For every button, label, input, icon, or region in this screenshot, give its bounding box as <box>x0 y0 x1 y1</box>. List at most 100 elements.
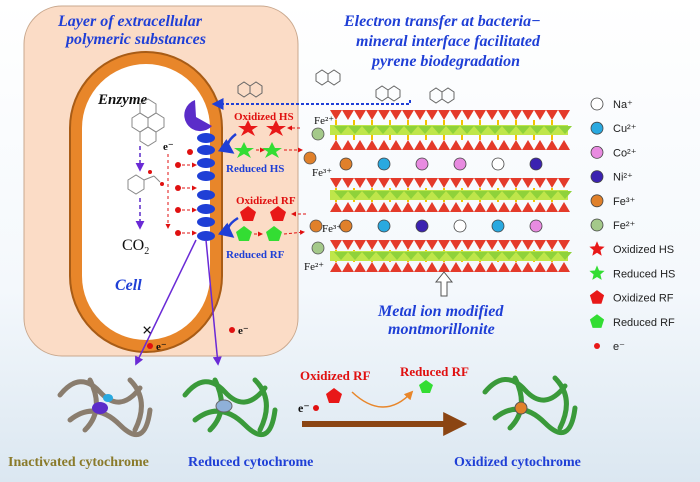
legend-label: Oxidized HS <box>613 244 674 256</box>
reduced-rf-pentagon-2 <box>266 226 282 241</box>
pyrene-to-enzyme-arrow <box>211 98 411 110</box>
legend-label: Fe³⁺ <box>613 196 636 208</box>
oxidized-hs-star-2 <box>266 120 286 136</box>
legend-pentagon-icon <box>589 290 605 304</box>
reduced-hs-label: Reduced HS <box>226 163 284 175</box>
legend-label: Ni²⁺ <box>613 172 633 184</box>
ion-sphere <box>529 219 543 233</box>
ion-sphere <box>339 157 353 171</box>
legend: Na⁺ Cu²⁺ Co²⁺ Ni²⁺ Fe³⁺ Fe²⁺ Oxidized HS Reduce… <box>589 97 675 353</box>
legend-item: Fe³⁺ <box>590 194 636 208</box>
reduced-cytochrome-structure <box>182 377 278 438</box>
reduced-cytochrome-label: Reduced cytochrome <box>188 455 313 470</box>
legend-label: Oxidized RF <box>613 293 674 305</box>
hs-dashed-arrows <box>256 125 303 153</box>
fe2-ion-top <box>311 127 325 141</box>
arrow-to-inactivated <box>135 239 197 366</box>
ion-sphere <box>491 219 505 233</box>
legend-star-icon <box>589 241 605 256</box>
cell-body <box>82 64 210 340</box>
electron-to-membrane-arrows <box>182 162 197 236</box>
legend-circle-icon <box>590 218 604 232</box>
ion-sphere <box>339 219 353 233</box>
clay-layer <box>330 178 572 212</box>
mont-title-line1: Metal ion modified <box>377 303 504 320</box>
fe2-label-top: Fe²⁺ <box>314 115 334 127</box>
inactivated-cytochrome-label: Inactivated cytochrome <box>8 455 149 470</box>
ion-sphere <box>415 157 429 171</box>
oxidized-hs-star-1 <box>238 120 258 136</box>
bottom-electron-label: e⁻ <box>298 401 310 415</box>
rf-cycle-arrow <box>217 216 239 238</box>
legend-item: Co²⁺ <box>590 145 637 159</box>
legend-item: Fe²⁺ <box>590 218 636 232</box>
electron-label-1: e⁻ <box>156 341 167 353</box>
clay-layer <box>330 110 572 150</box>
legend-label: Cu²⁺ <box>613 123 637 135</box>
eps-title-line1: Layer of extracellular <box>57 13 203 30</box>
bottom-reduced-rf-label: Reduced RF <box>400 364 469 379</box>
fe2-ion-bottom <box>311 241 325 255</box>
hs-cycle-arrow <box>217 133 237 154</box>
reduced-hs-star-2 <box>262 142 282 158</box>
bottom-oxidized-rf-label: Oxidized RF <box>300 368 370 383</box>
legend-item: Reduced RF <box>589 314 675 329</box>
montmorillonite-pointer-arrow <box>434 271 454 297</box>
ion-sphere <box>491 157 505 171</box>
legend-circle-icon <box>590 194 604 208</box>
fe3-label-top: Fe³⁺ <box>312 167 332 179</box>
oxidized-rf-pentagon-1 <box>240 206 256 221</box>
legend-item: e⁻ <box>594 341 625 353</box>
clay-layer <box>330 240 572 272</box>
electron-label-2: e⁻ <box>238 325 249 337</box>
ion-sphere <box>453 157 467 171</box>
eps-title-line2: polymeric substances <box>64 31 206 48</box>
cell-label: Cell <box>115 277 142 294</box>
membrane-cytochromes <box>197 133 215 241</box>
reduced-hs-star-1 <box>234 142 254 158</box>
legend-circle-icon <box>590 97 604 111</box>
electron-dot-2 <box>229 327 235 333</box>
ion-sphere <box>377 157 391 171</box>
pyrene-outside-icon <box>237 69 455 104</box>
fe3-ion-bottom <box>309 219 323 233</box>
arrow-to-reduced <box>205 239 222 366</box>
oxidized-cytochrome-label: Oxidized cytochrome <box>454 455 581 470</box>
rf-dashed-arrows <box>254 211 306 237</box>
enzyme-label: Enzyme <box>97 92 148 108</box>
legend-circle-icon <box>590 170 604 184</box>
ion-sphere <box>529 157 543 171</box>
legend-label: Fe²⁺ <box>613 220 636 232</box>
interlayer-ions <box>339 157 543 233</box>
pyrene-molecule-icon <box>131 98 165 147</box>
et-title-line2: mineral interface facilitated <box>356 33 541 50</box>
legend-star-icon <box>589 265 605 280</box>
legend-item: Oxidized HS <box>589 241 674 256</box>
montmorillonite-layers <box>330 110 572 272</box>
rf-transfer-curve <box>351 390 414 408</box>
legend-label: Na⁺ <box>613 99 633 111</box>
reduced-rf-pentagon-1 <box>236 226 252 241</box>
legend-item: Na⁺ <box>590 97 633 111</box>
intermediate-molecule-icon <box>127 170 164 195</box>
legend-item: Oxidized RF <box>589 290 674 305</box>
electron-dot-1 <box>147 343 153 349</box>
legend-label: Reduced RF <box>613 317 675 329</box>
reduced-rf-label: Reduced RF <box>226 249 285 261</box>
oxidized-rf-pentagon-2 <box>270 206 286 221</box>
legend-item: Ni²⁺ <box>590 170 633 184</box>
inactivated-cytochrome-structure <box>57 377 153 438</box>
legend-item: Cu²⁺ <box>590 121 637 135</box>
ion-sphere <box>415 219 429 233</box>
legend-circle-icon <box>590 121 604 135</box>
fe2-label-bottom: Fe²⁺ <box>304 261 324 273</box>
cell-electron-label: e⁻ <box>163 141 174 153</box>
legend-label: Reduced HS <box>613 268 675 280</box>
fe3-label-bottom: Fe³⁺ <box>322 223 342 235</box>
bottom-electron-dot <box>313 405 319 411</box>
legend-circle-icon <box>590 145 604 159</box>
mont-title-line2: montmorillonite <box>388 321 495 338</box>
et-title-line1: Electron transfer at bacteria− <box>343 13 541 30</box>
enzyme-icon <box>184 100 212 132</box>
